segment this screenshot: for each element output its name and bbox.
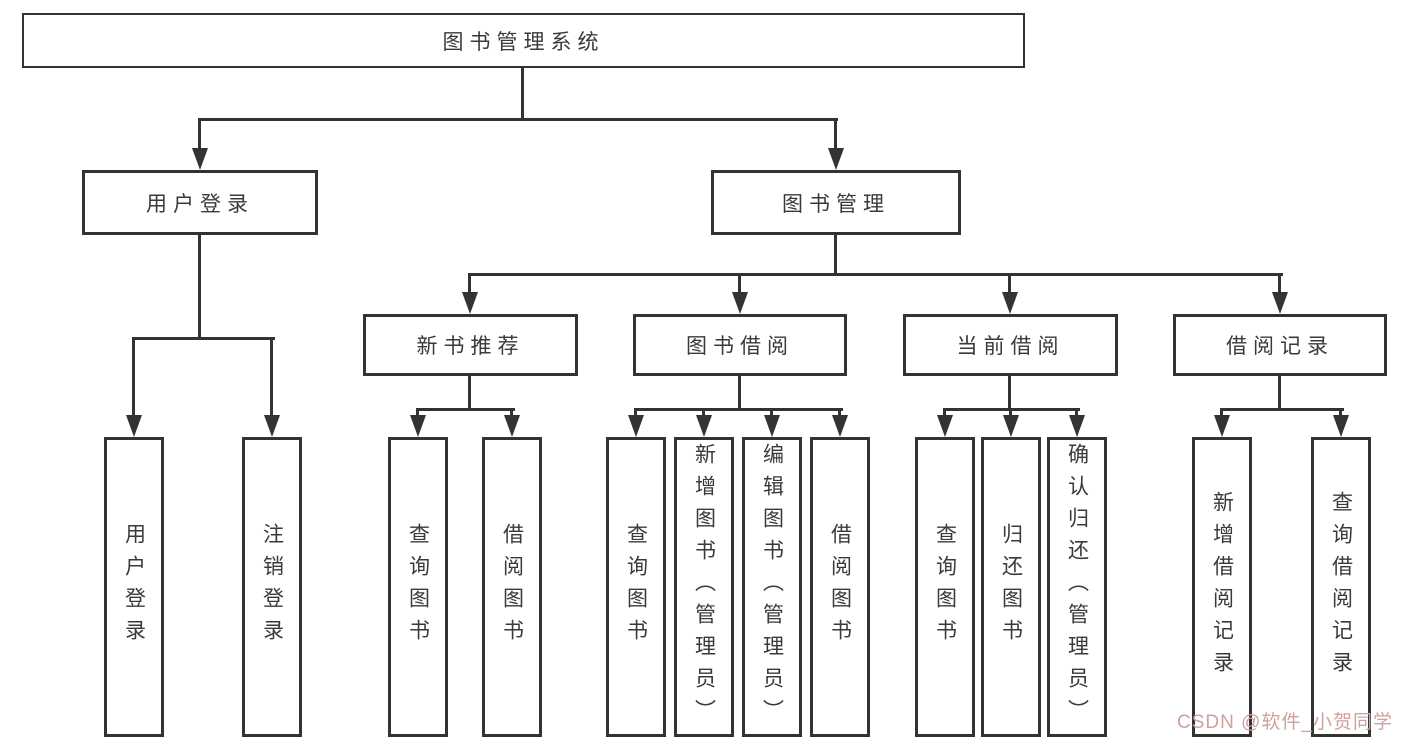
connector-line: [1008, 273, 1011, 292]
node-current-borrowing-label: 当前借阅: [956, 335, 1065, 358]
arrow-down-icon: [937, 415, 953, 437]
node-book-borrowing-label: 图书借阅: [686, 335, 794, 358]
leaf-query-books-recommend-label: 查询图书: [406, 523, 430, 651]
leaf-user-login: 用户登录: [104, 437, 164, 737]
arrow-down-icon: [462, 292, 478, 314]
leaf-query-books-borrowing-label: 查询图书: [624, 523, 648, 651]
connector-line: [838, 408, 841, 415]
leaf-logout-label: 注销登录: [260, 523, 284, 651]
node-new-book-recommend-label: 新书推荐: [416, 335, 525, 358]
connector-line: [270, 337, 273, 415]
arrow-down-icon: [628, 415, 644, 437]
arrow-down-icon: [1272, 292, 1288, 314]
connector-line: [834, 118, 837, 148]
leaf-add-books-admin: 新增图书（管理员）: [674, 437, 734, 737]
leaf-query-borrow-record: 查询借阅记录: [1311, 437, 1371, 737]
connector-line: [1220, 408, 1344, 411]
connector-line: [1339, 408, 1342, 415]
leaf-add-books-admin-label: 新增图书（管理员）: [692, 443, 716, 731]
arrow-down-icon: [696, 415, 712, 437]
connector-line: [198, 118, 838, 121]
connector-line: [1009, 408, 1012, 415]
leaf-confirm-return-admin: 确认归还（管理员）: [1047, 437, 1107, 737]
leaf-return-books-label: 归还图书: [999, 523, 1023, 651]
arrow-down-icon: [192, 148, 208, 170]
leaf-query-books-borrowing: 查询图书: [606, 437, 666, 737]
node-new-book-recommend: 新书推荐: [363, 314, 578, 376]
arrow-down-icon: [832, 415, 848, 437]
connector-line: [132, 337, 135, 415]
node-book-management: 图书管理: [711, 170, 961, 235]
leaf-borrow-books-recommend-label: 借阅图书: [500, 523, 524, 651]
connector-line: [468, 376, 471, 408]
node-user-login-label: 用户登录: [146, 192, 254, 216]
connector-line: [1278, 273, 1281, 292]
connector-line: [634, 408, 843, 411]
leaf-return-books: 归还图书: [981, 437, 1041, 737]
connector-line: [702, 408, 705, 415]
leaf-query-books-recommend: 查询图书: [388, 437, 448, 737]
connector-line: [198, 235, 201, 337]
leaf-confirm-return-admin-label: 确认归还（管理员）: [1065, 443, 1089, 731]
arrow-down-icon: [732, 292, 748, 314]
node-current-borrowing: 当前借阅: [903, 314, 1118, 376]
node-root-label: 图书管理系统: [442, 30, 605, 54]
arrow-down-icon: [126, 415, 142, 437]
connector-line: [416, 408, 419, 415]
arrow-down-icon: [410, 415, 426, 437]
node-root: 图书管理系统: [22, 13, 1025, 68]
connector-line: [738, 376, 741, 408]
leaf-add-borrow-record: 新增借阅记录: [1192, 437, 1252, 737]
watermark: CSDN @软件_小贺同学: [1177, 712, 1393, 733]
connector-line: [738, 273, 741, 292]
connector-line: [468, 273, 1283, 276]
leaf-add-borrow-record-label: 新增借阅记录: [1210, 491, 1234, 683]
arrow-down-icon: [1214, 415, 1230, 437]
node-borrowing-records-label: 借阅记录: [1226, 335, 1334, 358]
leaf-edit-books-admin-label: 编辑图书（管理员）: [760, 443, 784, 731]
arrow-down-icon: [764, 415, 780, 437]
leaf-borrow-books-label: 借阅图书: [828, 523, 852, 651]
connector-line: [770, 408, 773, 415]
connector-line: [510, 408, 513, 415]
connector-line: [416, 408, 515, 411]
connector-line: [468, 273, 471, 292]
leaf-user-login-label: 用户登录: [122, 523, 146, 651]
connector-line: [1220, 408, 1223, 415]
arrow-down-icon: [1333, 415, 1349, 437]
arrow-down-icon: [1069, 415, 1085, 437]
arrow-down-icon: [1002, 292, 1018, 314]
arrow-down-icon: [828, 148, 844, 170]
leaf-borrow-books-recommend: 借阅图书: [482, 437, 542, 737]
node-book-management-label: 图书管理: [782, 192, 890, 216]
node-book-borrowing: 图书借阅: [633, 314, 847, 376]
connector-line: [943, 408, 946, 415]
leaf-query-books-current: 查询图书: [915, 437, 975, 737]
leaf-edit-books-admin: 编辑图书（管理员）: [742, 437, 802, 737]
node-user-login: 用户登录: [82, 170, 318, 235]
connector-line: [198, 118, 201, 148]
connector-line: [1075, 408, 1078, 415]
arrow-down-icon: [264, 415, 280, 437]
arrow-down-icon: [1003, 415, 1019, 437]
connector-line: [132, 337, 275, 340]
node-borrowing-records: 借阅记录: [1173, 314, 1387, 376]
connector-line: [1008, 376, 1011, 408]
leaf-borrow-books: 借阅图书: [810, 437, 870, 737]
leaf-logout: 注销登录: [242, 437, 302, 737]
connector-line: [634, 408, 637, 415]
connector-line: [521, 68, 524, 118]
connector-line: [834, 235, 837, 273]
connector-line: [1278, 376, 1281, 408]
leaf-query-borrow-record-label: 查询借阅记录: [1329, 491, 1353, 683]
arrow-down-icon: [504, 415, 520, 437]
leaf-query-books-current-label: 查询图书: [933, 523, 957, 651]
